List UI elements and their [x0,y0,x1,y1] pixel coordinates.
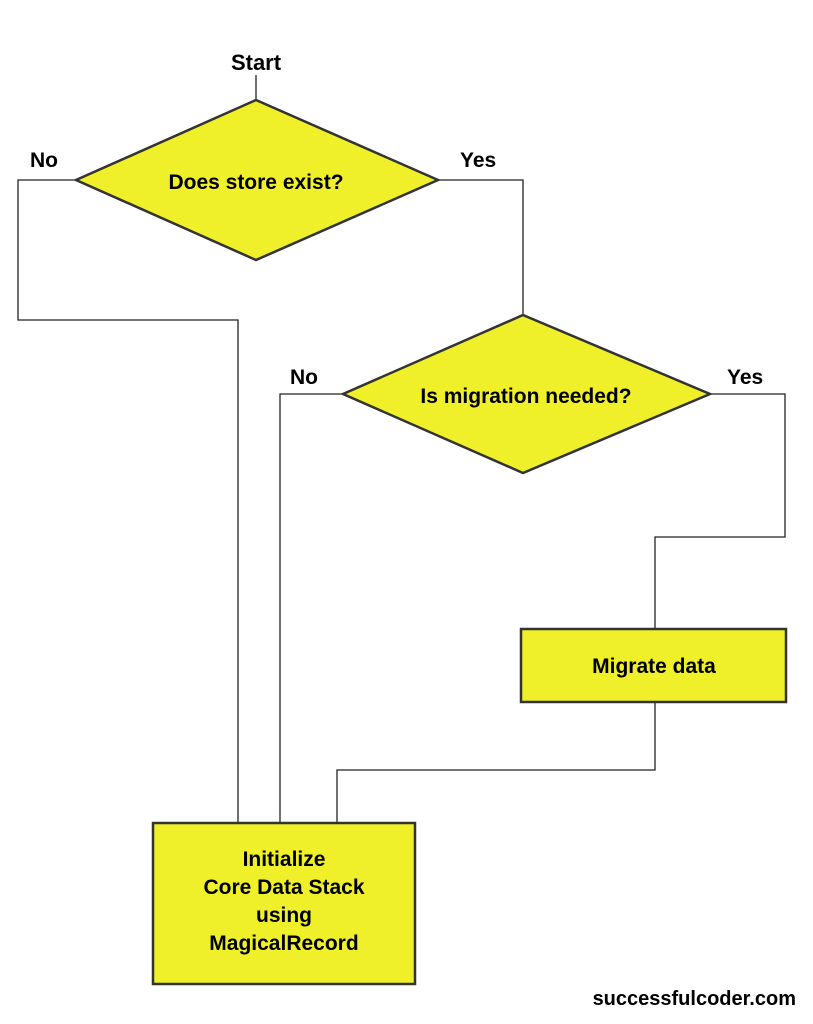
store-no-label: No [30,149,58,172]
migrate-data-process [519,627,788,704]
migrate-data-label: Migrate data [592,655,716,678]
migration-needed-decision [339,313,714,475]
initialize-stack-process [151,821,417,986]
yes-branch-store-connector [438,179,524,315]
store-exists-question: Does store exist? [168,171,343,194]
init-line-2: Core Data Stack [203,876,364,899]
init-line-3: using [256,904,312,927]
migration-question: Is migration needed? [420,385,631,408]
no-branch-store-connector [17,179,239,823]
footer-credit: successfulcoder.com [593,988,796,1010]
init-line-4: MagicalRecord [209,932,358,955]
no-branch-migration-connector [279,393,343,823]
store-exists-decision [72,98,442,262]
migrate-to-init-connector [336,702,656,823]
init-line-1: Initialize [243,848,326,871]
start-label: Start [231,50,282,75]
migration-no-label: No [290,366,318,389]
store-yes-label: Yes [460,149,496,172]
yes-branch-migration-connector [654,393,786,629]
migration-yes-label: Yes [727,366,763,389]
